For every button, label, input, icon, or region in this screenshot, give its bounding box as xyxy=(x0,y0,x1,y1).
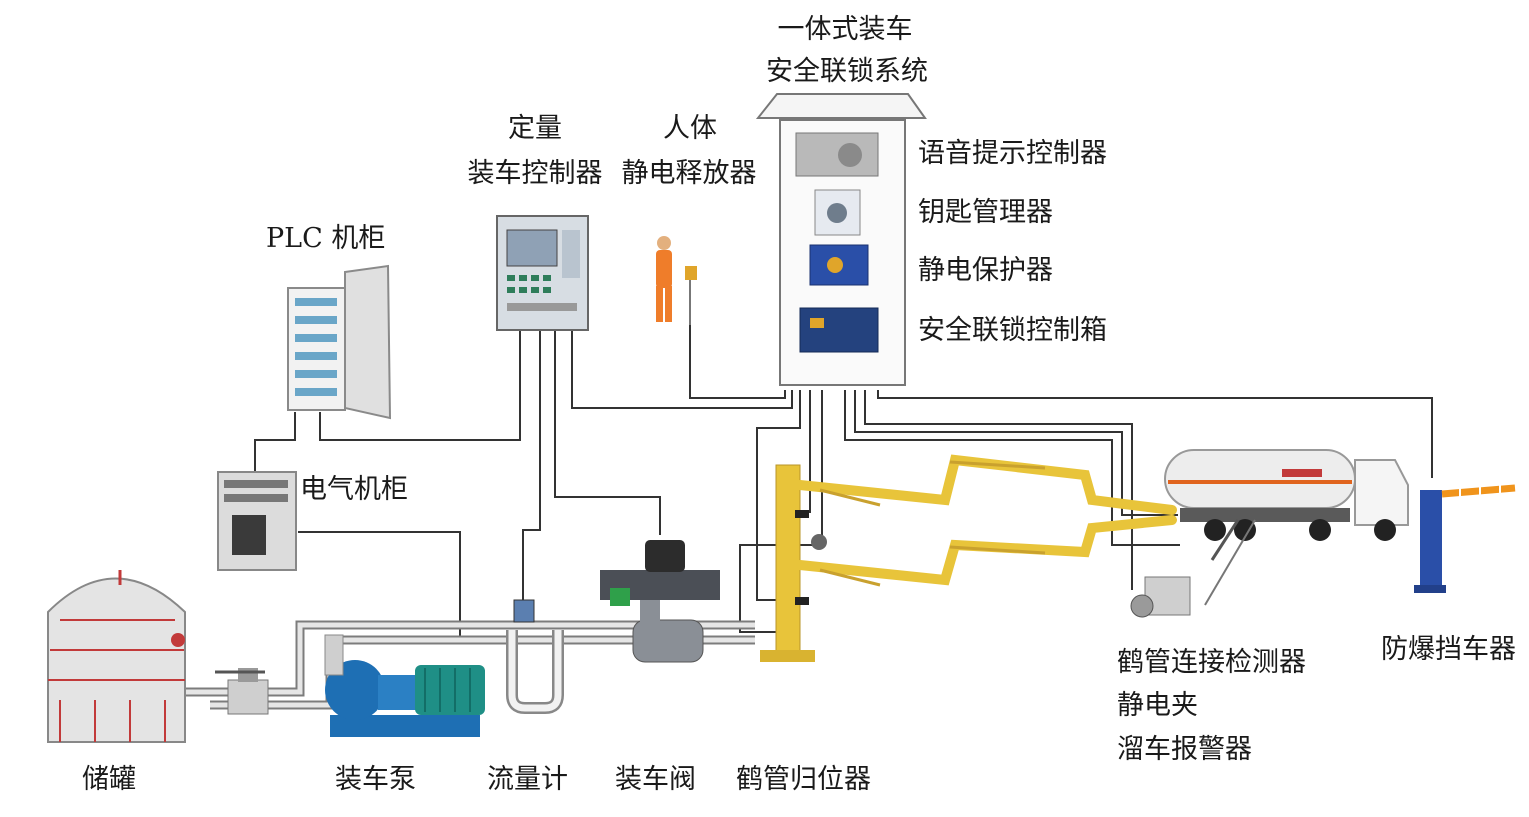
label-key-manager: 钥匙管理器 xyxy=(918,197,1053,228)
label-quant-line2: 装车控制器 xyxy=(467,158,603,189)
flowmeter xyxy=(506,599,564,714)
label-human-line2: 静电释放器 xyxy=(621,158,757,189)
label-system-line1: 一体式装车 xyxy=(777,14,913,45)
label-plc-cabinet: PLC 机柜 xyxy=(266,223,386,254)
storage-tank xyxy=(47,570,186,743)
label-human-line1: 人体 xyxy=(663,113,717,144)
label-tank: 储罐 xyxy=(82,764,136,795)
label-valve: 装车阀 xyxy=(615,764,696,795)
plc-cabinet xyxy=(287,264,392,420)
electric-cabinet xyxy=(217,471,297,571)
explosion-proof-barrier xyxy=(1414,484,1516,593)
label-system-line2: 安全联锁系统 xyxy=(766,56,928,87)
label-crane-detector: 鹤管连接检测器 xyxy=(1117,647,1306,678)
label-interlock-box: 安全联锁控制箱 xyxy=(918,315,1107,346)
crane-connection-detector xyxy=(1130,576,1191,618)
label-static-clamp: 静电夹 xyxy=(1117,690,1198,721)
hand-valve xyxy=(215,668,269,715)
label-electric-cabinet: 电气机柜 xyxy=(300,474,408,505)
label-crane-return: 鹤管归位器 xyxy=(736,764,871,795)
integrated-interlock-cabinet xyxy=(755,93,927,386)
label-roll-alarm: 溜车报警器 xyxy=(1117,734,1252,765)
label-static-protector: 静电保护器 xyxy=(918,255,1053,286)
label-barrier: 防爆挡车器 xyxy=(1381,634,1516,665)
human-static-discharger xyxy=(656,236,697,325)
quantitative-loading-controller xyxy=(496,215,589,331)
label-pump: 装车泵 xyxy=(335,764,416,795)
signal-wires xyxy=(254,272,1433,640)
loading-valve xyxy=(600,540,720,663)
loading-arm xyxy=(760,454,1177,662)
label-flowmeter: 流量计 xyxy=(487,764,568,795)
loading-pump xyxy=(324,634,485,737)
tanker-truck xyxy=(1164,449,1409,606)
label-quant-line1: 定量 xyxy=(508,113,562,144)
label-voice-controller: 语音提示控制器 xyxy=(918,138,1107,169)
